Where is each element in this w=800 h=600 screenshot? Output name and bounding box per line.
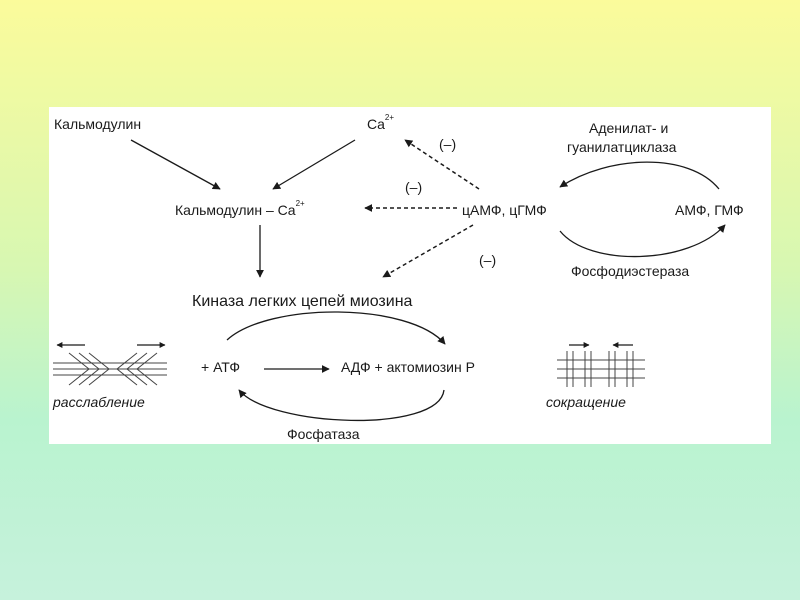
muscle-regulation-diagram: Кальмодулин Ca2+ Кальмодулин – Ca2+ цАМФ… [52, 113, 744, 442]
ca-charge: 2+ [385, 113, 394, 122]
inhibit-ca-label: (–) [439, 136, 456, 152]
ca-label: Ca [367, 116, 385, 132]
ca-ion-label: Ca2+ [367, 113, 394, 132]
inhibit-kinase-label: (–) [479, 252, 496, 268]
phosphodiesterase-cycle-arrow [559, 224, 726, 258]
phosphodiesterase-label: Фосфодиэстераза [571, 263, 689, 279]
cyclase-label-line2: гуанилатциклаза [567, 139, 677, 155]
phosphatase-cycle-arrow [238, 389, 445, 422]
contraction-label: сокращение [546, 394, 626, 410]
calmodulin-ca-complex-label: Кальмодулин – Ca2+ [175, 199, 305, 218]
inhibit-ca-arrow [404, 139, 480, 190]
relaxed-sarcomere-icon [53, 342, 167, 386]
camp-cgmp-label: цАМФ, цГМФ [462, 202, 547, 218]
cyclase-label-line1: Аденилат- и [589, 120, 668, 136]
relaxation-label: расслабление [52, 394, 145, 410]
diagram-panel: Кальмодулин Ca2+ Кальмодулин – Ca2+ цАМФ… [49, 107, 771, 444]
calmodulin-to-complex-arrow [130, 139, 221, 190]
cyclase-cycle-arrow [559, 161, 720, 190]
kinase-label: Киназа легких цепей миозина [192, 293, 413, 310]
amp-gmp-label: АМФ, ГМФ [675, 202, 744, 218]
inhibit-kinase-arrow [382, 224, 474, 278]
calmodulin-ca-charge: 2+ [296, 199, 305, 208]
calmodulin-ca-text: Кальмодулин – Ca [175, 202, 296, 218]
contracted-sarcomere-icon [557, 342, 645, 387]
phosphatase-label: Фосфатаза [287, 426, 360, 442]
inhibit-complex-label: (–) [405, 179, 422, 195]
plus-atp-label: + АТФ [201, 359, 240, 375]
adp-actomyosin-label: АДФ + актомиозин Р [341, 359, 475, 375]
ca-to-complex-arrow [272, 139, 356, 190]
kinase-phosphorylation-arrow [226, 311, 446, 345]
calmodulin-label: Кальмодулин [54, 116, 141, 132]
